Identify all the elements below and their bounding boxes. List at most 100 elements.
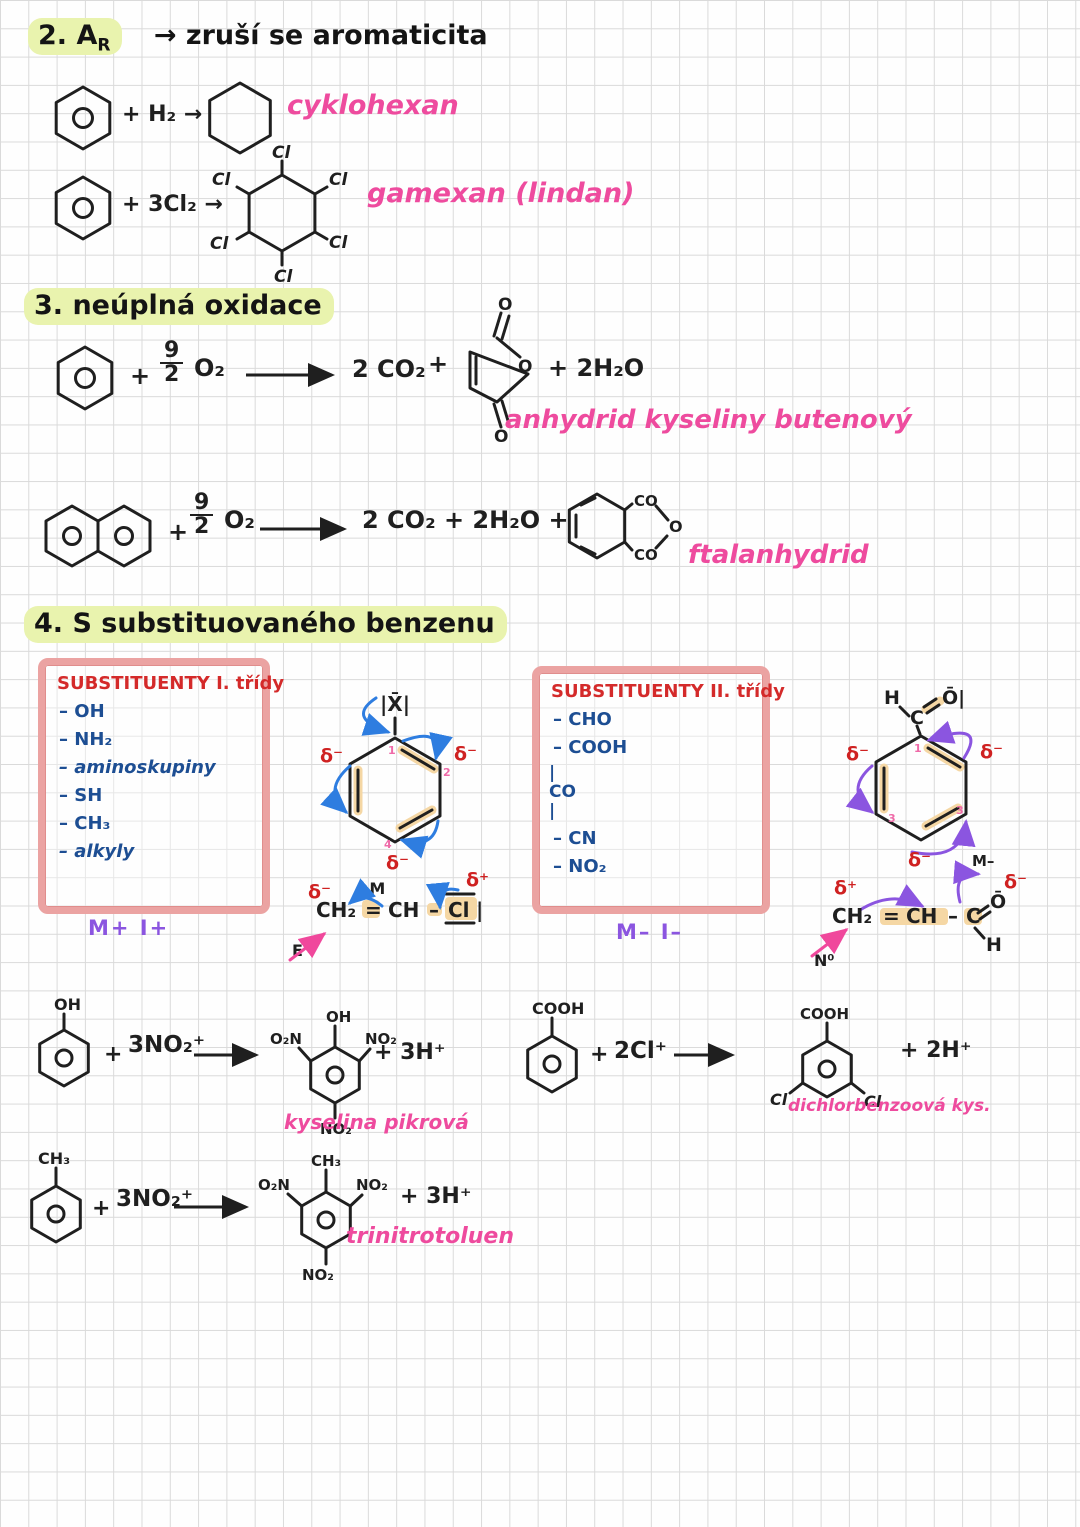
substituent-item: – CN <box>553 828 597 849</box>
delta-plus-label: δ⁺ <box>466 869 489 891</box>
atom-label-o: O <box>518 357 532 377</box>
fraction-numerator: 9 <box>194 490 210 515</box>
substituent-cl: Cl <box>770 1090 788 1109</box>
minus-m-effect-label: M– <box>972 852 994 870</box>
effect-label-class-2: M– I– <box>616 920 684 944</box>
plus-sign: + <box>428 350 449 378</box>
byproduct-protons: + 3H⁺ <box>400 1184 472 1209</box>
fraction-numerator: 9 <box>164 338 180 363</box>
water-formula: + 2H₂O <box>548 354 645 382</box>
nitronium-reagent: 3NO₂⁺ <box>128 1032 206 1058</box>
cyclohexane-structure <box>208 81 272 155</box>
benzene-structure <box>54 85 112 151</box>
substituent-item: – CHO <box>553 709 612 730</box>
atom-label-co: CO <box>634 492 658 510</box>
atom-label-c: C <box>910 707 924 729</box>
box-title: SUBSTITUENTY II. třídy <box>551 681 785 702</box>
formula-ch: CH <box>388 898 419 922</box>
atom-label-cl: Cl <box>274 267 293 287</box>
phthalic-anhydride-structure: CO O CO <box>567 492 683 564</box>
plus-m-effect-label: +M <box>356 879 385 898</box>
delta-minus-label: δ⁻ <box>908 849 931 871</box>
benzene-structure <box>56 345 114 411</box>
effect-label-class-1: M+ I+ <box>88 916 170 940</box>
delta-minus-label: δ⁻ <box>980 741 1003 763</box>
section-2-number: 2. A <box>38 20 98 51</box>
section-2-heading: 2. AR → zruší se aromaticita <box>28 18 488 56</box>
product-name-kyselina-pikrova: kyselina pikrová <box>284 1110 469 1134</box>
atom-label-o-lone: Ō| <box>942 686 965 709</box>
delta-minus-label: δ⁻ <box>386 852 409 874</box>
chloronium-reagent: 2Cl⁺ <box>614 1038 667 1064</box>
substituent-ch3: CH₃ <box>311 1152 341 1170</box>
maleic-anhydride-structure: O O O <box>468 295 532 447</box>
product-name-gamexan: gamexan (lindan) <box>367 178 635 209</box>
single-bond: – <box>948 904 958 928</box>
reaction-reagent: + 3Cl₂ → <box>122 192 223 217</box>
benzoic-acid-structure: COOH <box>526 999 584 1094</box>
ring-position-1: 1 <box>388 744 396 757</box>
section-4-heading: 4. S substituovaného benzenu <box>24 606 507 643</box>
substituent-no2: NO₂ <box>302 1266 334 1284</box>
delta-minus-label: δ⁻ <box>308 881 331 903</box>
substituent-no2: O₂N <box>258 1176 290 1194</box>
byproduct-protons: + 2H⁺ <box>900 1038 972 1063</box>
product-name-cyklohexan: cyklohexan <box>287 90 459 121</box>
substituent-oh: OH <box>326 1008 351 1026</box>
substituent-item: – aminoskupiny <box>59 757 216 778</box>
substituent-no2: NO₂ <box>356 1176 388 1194</box>
substituent-x-label: |X̄| <box>380 692 410 716</box>
section-2-number-highlight: 2. AR <box>28 18 123 56</box>
section-2-title: → zruší se aromaticita <box>153 20 488 51</box>
substituent-cl: Cl <box>864 1092 882 1111</box>
substituent-item-co: | CO | <box>549 763 576 821</box>
substituent-cooh: COOH <box>532 999 584 1018</box>
plus-sign: + <box>168 518 189 546</box>
dichlorobenzoic-acid-structure: COOH Cl Cl <box>770 1005 882 1111</box>
reaction-products: 2 CO₂ + 2H₂O + <box>362 506 569 534</box>
substituent-item: – COOH <box>553 737 628 758</box>
reaction-arrow <box>174 1195 249 1219</box>
substituent-cooh: COOH <box>800 1005 849 1023</box>
trinitrotoluene-structure: CH₃ O₂N NO₂ NO₂ <box>258 1152 388 1284</box>
lone-pair-bar: | <box>476 898 483 922</box>
reaction-arrow <box>246 363 335 387</box>
picric-acid-structure: OH O₂N NO₂ NO₂ <box>270 1008 397 1138</box>
substituent-oh: OH <box>54 995 81 1014</box>
reaction-arrow <box>194 1043 259 1067</box>
substituent-item: – alkyly <box>59 841 135 862</box>
substituent-item: – NO₂ <box>553 856 607 877</box>
nucleophile-label: N⁰ <box>814 951 834 970</box>
reaction-reagent: + H₂ → <box>122 102 203 127</box>
reaction-arrow <box>674 1043 735 1067</box>
substituent-item: – NH₂ <box>59 729 113 750</box>
oxygen-formula: O₂ <box>194 354 225 382</box>
ring-position-3: 3 <box>888 812 896 825</box>
formula-c: C <box>966 904 981 928</box>
plus-sign: + <box>130 362 151 390</box>
substituent-item: – CH₃ <box>59 813 111 834</box>
benzaldehyde-mesomeric-diagram: H C Ō| 1 3 3 δ⁻ δ⁻ δ⁻ δ⁺ M– δ⁻ CH₂ = CH … <box>810 686 1027 970</box>
toluene-structure: CH₃ <box>30 1149 82 1244</box>
ring-position-2: 2 <box>443 766 451 779</box>
hexachlorocyclohexane-structure: Cl Cl Cl Cl Cl Cl <box>210 143 348 287</box>
substituents-class-2-box: SUBSTITUENTY II. třídy – CHO – COOH | CO… <box>532 666 785 914</box>
atom-label-o: Ō <box>990 890 1006 913</box>
atom-label-cl: Cl <box>210 234 229 254</box>
delta-minus-label: δ⁻ <box>454 743 477 765</box>
product-name-dichlorbenzoova: dichlorbenzoová kys. <box>788 1096 991 1116</box>
substituent-item: – SH <box>59 785 103 806</box>
section-2-number-sub: R <box>97 35 111 56</box>
formula-ch: CH <box>906 904 937 928</box>
halobenzene-mesomeric-diagram: |X̄| 1 2 4 δ⁻ δ⁻ δ⁻ δ⁻ +M δ⁺ CH₂ = CH – … <box>288 692 489 962</box>
substituent-item: – OH <box>59 701 105 722</box>
oxygen-formula: O₂ <box>224 506 255 534</box>
phenol-structure: OH <box>38 995 90 1088</box>
plus-sign: + <box>104 1042 123 1067</box>
atom-label-cl: Cl <box>272 143 291 163</box>
section-3-heading: 3. neúplná oxidace <box>24 288 334 325</box>
plus-sign: + <box>590 1042 609 1067</box>
delta-minus-label: δ⁻ <box>1004 871 1027 893</box>
naphthalene-structure <box>44 504 152 568</box>
delta-plus-label: δ⁺ <box>834 877 857 899</box>
